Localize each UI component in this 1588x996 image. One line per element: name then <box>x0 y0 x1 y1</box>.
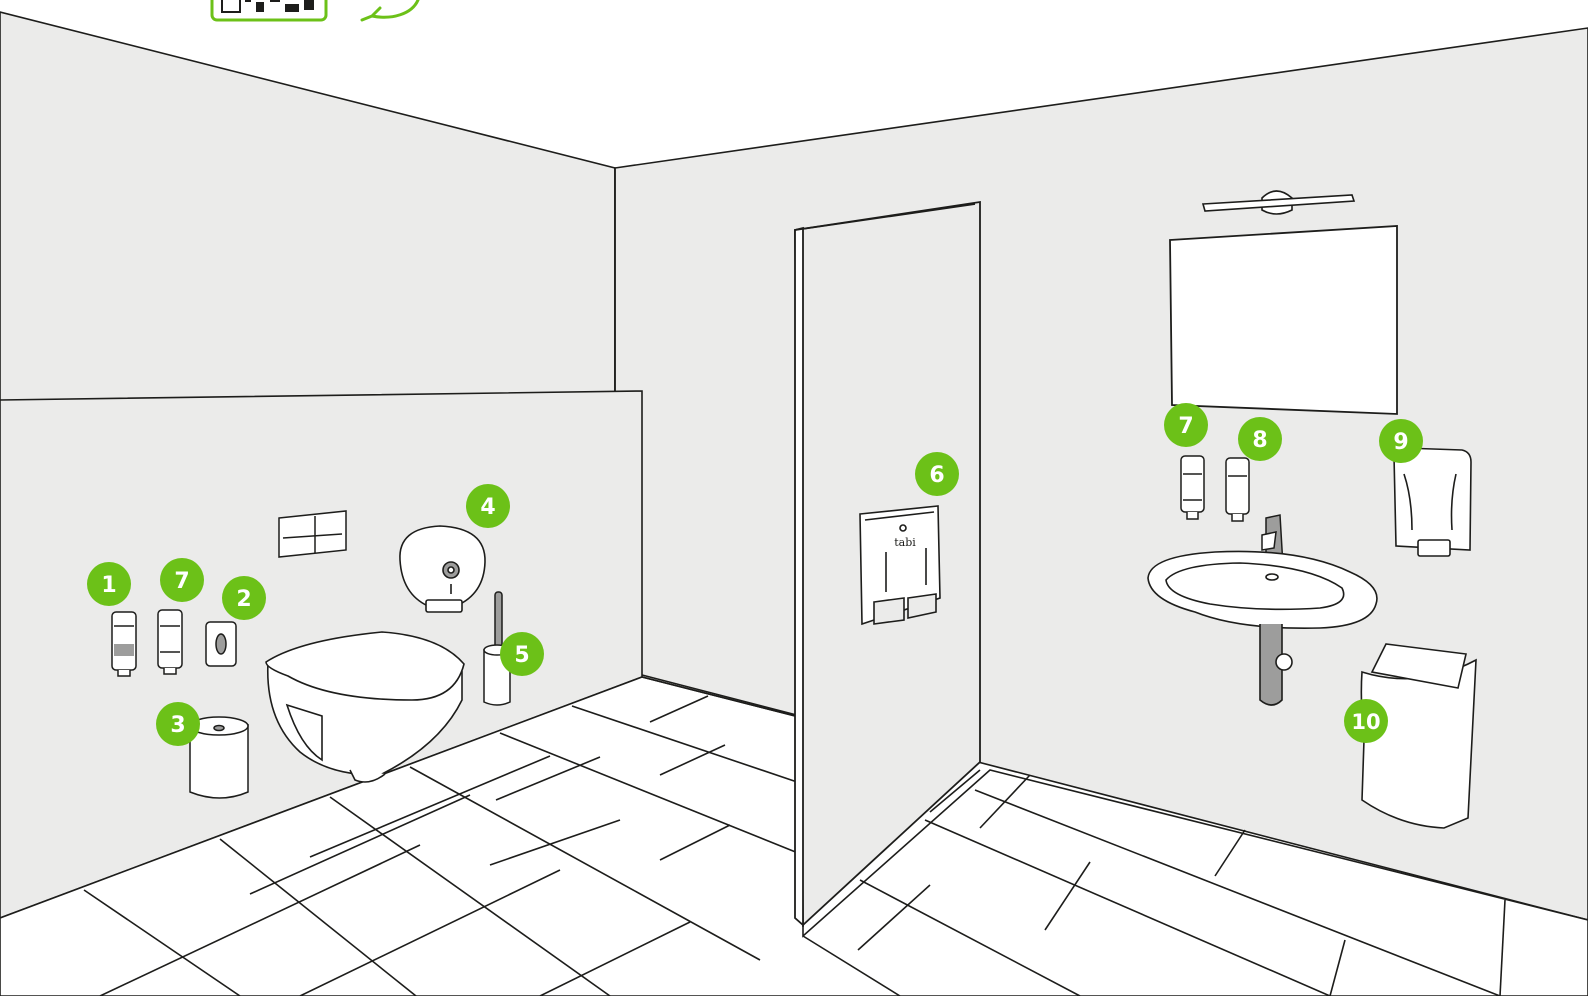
badge-5: 5 <box>500 632 544 676</box>
curved-arrow-icon <box>362 0 418 20</box>
badge-8-label: 8 <box>1252 428 1267 453</box>
badge-7-right-label: 7 <box>1178 414 1193 439</box>
badge-6: 6 <box>915 452 959 496</box>
dispenser-2 <box>206 622 236 666</box>
dispenser-7-right <box>1181 456 1204 519</box>
dispenser-brand-logo: tabi <box>894 536 916 549</box>
badge-7-right: 7 <box>1164 403 1208 447</box>
badge-4: 4 <box>466 484 510 528</box>
badge-10: 10 <box>1344 699 1388 743</box>
badge-5-label: 5 <box>514 643 529 668</box>
badge-4-label: 4 <box>480 495 495 520</box>
badge-6-label: 6 <box>929 463 944 488</box>
soap-dispenser-1 <box>112 612 136 676</box>
towel-dispenser-9 <box>1394 448 1471 556</box>
flush-plate <box>279 511 346 557</box>
badge-7-left-label: 7 <box>174 569 189 594</box>
badge-10-label: 10 <box>1351 710 1380 734</box>
badge-1: 1 <box>87 562 131 606</box>
badge-3-label: 3 <box>170 713 185 738</box>
qr-code-icon <box>212 0 326 20</box>
dispenser-6 <box>860 506 940 624</box>
dispenser-7-left <box>158 610 182 674</box>
badge-2-label: 2 <box>236 587 251 612</box>
badge-1-label: 1 <box>101 573 116 598</box>
badge-9-label: 9 <box>1393 430 1408 455</box>
badge-8: 8 <box>1238 417 1282 461</box>
badge-7-left: 7 <box>160 558 204 602</box>
mirror <box>1170 226 1397 414</box>
badge-3: 3 <box>156 702 200 746</box>
badge-9: 9 <box>1379 419 1423 463</box>
dispenser-8 <box>1226 458 1249 521</box>
badge-2: 2 <box>222 576 266 620</box>
